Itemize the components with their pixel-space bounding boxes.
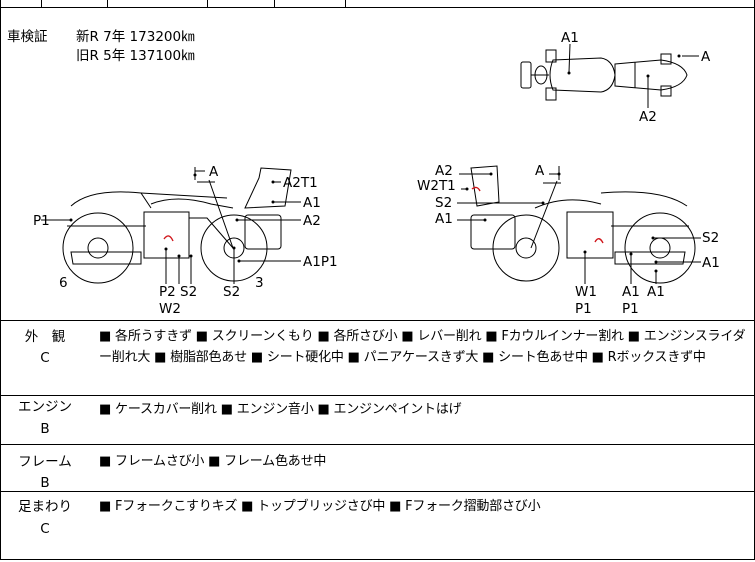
label-left-a: A bbox=[209, 164, 219, 180]
label-right-a2: A2 bbox=[435, 163, 453, 179]
condition-row-exterior: 外 観 C ■ 各所うすきず ■ スクリーンくもり ■ 各所さび小 ■ レバー削… bbox=[1, 320, 754, 395]
point-marker bbox=[677, 54, 681, 58]
label-top-a1: A1 bbox=[561, 30, 579, 46]
label-left-w2: W2 bbox=[159, 301, 181, 317]
motorcycle-left-view bbox=[62, 167, 292, 284]
strip-separator bbox=[274, 0, 275, 7]
damage-diagram: A1 A A2 A A2T1 A1 A2 P1 6 A1P1 P2 S2 W2 … bbox=[1, 8, 754, 320]
inspection-new-mileage: 新R 7年 173200㎞ bbox=[76, 29, 195, 45]
leader-line bbox=[568, 43, 571, 73]
condition-notes: ■ Fフォークこすりキズ ■ トップブリッジさび中 ■ Fフォーク摺動部さび小 bbox=[99, 499, 541, 514]
label-right-a1-c: A1 bbox=[647, 284, 665, 300]
label-right-w2t1: W2T1 bbox=[417, 178, 456, 194]
condition-table: 外 観 C ■ 各所うすきず ■ スクリーンくもり ■ 各所さび小 ■ レバー削… bbox=[1, 320, 754, 562]
label-left-a1p1: A1P1 bbox=[303, 254, 338, 270]
label-left-a2: A2 bbox=[303, 213, 321, 229]
label-left-s2: S2 bbox=[223, 284, 240, 300]
condition-label: 足まわり bbox=[18, 499, 72, 515]
motorcycle-right-view bbox=[470, 165, 696, 284]
label-right-a1: A1 bbox=[435, 211, 453, 227]
condition-label: エンジン bbox=[18, 399, 72, 415]
point-marker bbox=[567, 71, 571, 75]
header-table-strip bbox=[1, 0, 754, 8]
label-right-p1-a: P1 bbox=[575, 301, 592, 317]
label-right-a1-b: A1 bbox=[622, 284, 640, 300]
strip-separator bbox=[207, 0, 208, 7]
label-right-w1: W1 bbox=[575, 284, 597, 300]
strip-separator bbox=[345, 0, 346, 7]
label-right-p1-b: P1 bbox=[622, 301, 639, 317]
condition-row-engine: エンジン B ■ ケースカバー削れ ■ エンジン音小 ■ エンジンペイントはげ bbox=[1, 395, 754, 444]
condition-row-frame: フレーム B ■ フレームさび小 ■ フレーム色あせ中 bbox=[1, 444, 754, 491]
inspection-old-mileage: 旧R 5年 137100㎞ bbox=[76, 48, 195, 64]
condition-grade: C bbox=[40, 350, 50, 366]
label-left-a2t1: A2T1 bbox=[283, 175, 318, 191]
condition-grade: B bbox=[40, 475, 50, 491]
damage-mark bbox=[471, 186, 481, 192]
label-left-p1: P1 bbox=[33, 213, 50, 229]
condition-notes: ■ 各所うすきず ■ スクリーンくもり ■ 各所さび小 ■ レバー削れ ■ Fカ… bbox=[99, 329, 746, 365]
motorcycle-diagrams: A1 A A2 A A2T1 A1 A2 P1 6 A1P1 P2 S2 W2 … bbox=[33, 30, 720, 317]
condition-label: フレーム bbox=[18, 454, 72, 470]
motorcycle-top-view bbox=[520, 49, 688, 101]
damage-mark bbox=[163, 235, 174, 242]
strip-separator bbox=[107, 0, 108, 7]
label-top-a: A bbox=[701, 49, 711, 65]
label-right-a: A bbox=[535, 163, 545, 179]
strip-separator bbox=[41, 0, 42, 7]
label-top-a2: A2 bbox=[639, 109, 657, 125]
condition-grade: B bbox=[40, 421, 50, 437]
label-right-a1-rear: A1 bbox=[702, 255, 720, 271]
label-left-3: 3 bbox=[255, 275, 264, 291]
condition-notes: ■ フレームさび小 ■ フレーム色あせ中 bbox=[99, 454, 327, 469]
inspection-label: 車検証 bbox=[7, 29, 48, 45]
label-left-6: 6 bbox=[59, 275, 68, 291]
condition-row-suspension: 足まわり C ■ Fフォークこすりキズ ■ トップブリッジさび中 ■ Fフォーク… bbox=[1, 491, 754, 562]
label-left-a1: A1 bbox=[303, 195, 321, 211]
condition-label: 外 観 bbox=[24, 329, 66, 345]
label-right-s2: S2 bbox=[435, 195, 452, 211]
condition-notes: ■ ケースカバー削れ ■ エンジン音小 ■ エンジンペイントはげ bbox=[99, 402, 462, 417]
damage-mark bbox=[594, 238, 604, 244]
label-right-s2-rear: S2 bbox=[702, 230, 719, 246]
label-left-p2s2: P2 S2 bbox=[159, 284, 197, 300]
condition-grade: C bbox=[40, 521, 50, 537]
